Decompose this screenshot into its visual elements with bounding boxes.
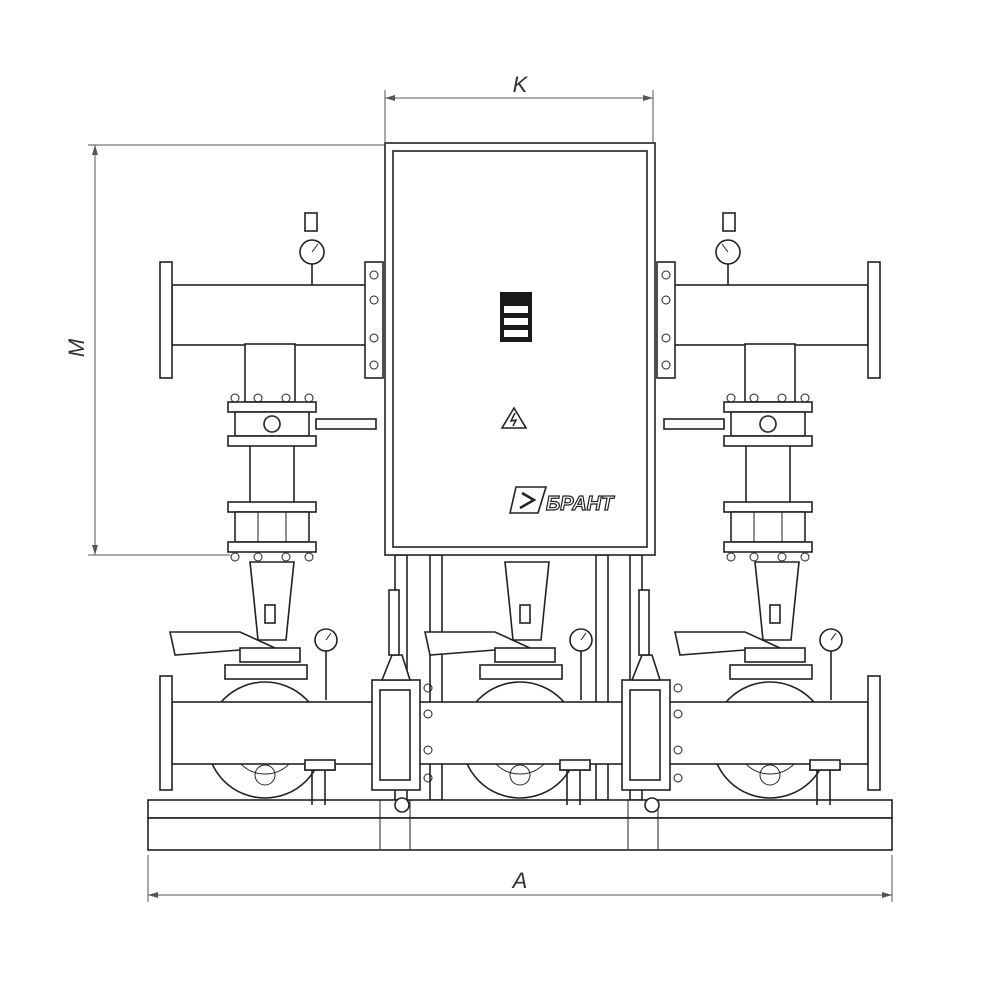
dimension-label-k: K <box>513 72 529 97</box>
dimension-a: A <box>147 855 893 902</box>
pump-legs <box>304 759 841 771</box>
dimension-m: M <box>64 144 385 556</box>
dimension-k: K <box>384 72 654 142</box>
brand-logo: БРАНТ <box>508 486 616 516</box>
discharge-header <box>159 675 881 791</box>
base-frame <box>147 799 893 851</box>
right-manifold <box>656 212 881 562</box>
dimension-label-m: M <box>64 338 89 357</box>
dimension-label-a: A <box>511 868 528 893</box>
control-cabinet: БРАНТ <box>384 142 656 556</box>
high-voltage-warning-icon <box>500 406 528 429</box>
brand-logo-text: БРАНТ <box>546 493 615 515</box>
left-manifold <box>159 212 384 562</box>
control-panel-indicators <box>500 292 532 342</box>
